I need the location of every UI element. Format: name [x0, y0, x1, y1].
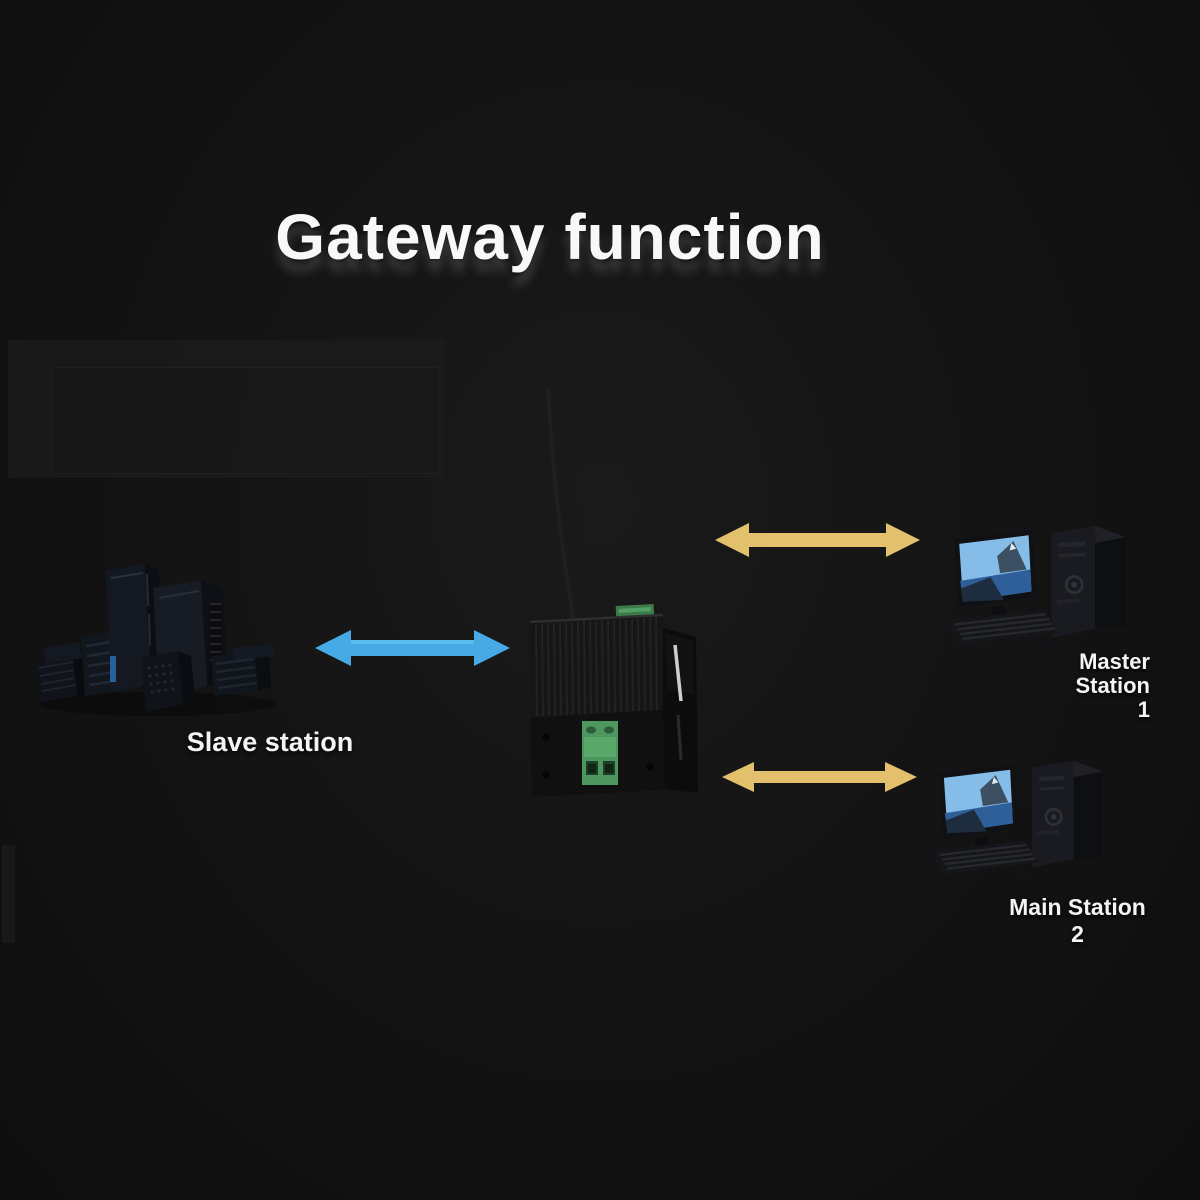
background-edge-strip	[2, 845, 15, 943]
blue-double-arrow	[315, 630, 510, 666]
screen-rocks	[961, 577, 1004, 602]
server-rack-left	[35, 642, 88, 702]
master-station-label-line2: 1	[1137, 697, 1150, 722]
screen-mountain	[980, 775, 1009, 806]
gold-double-arrow-top-shape	[715, 523, 920, 557]
computer-keyboard	[946, 609, 1059, 646]
screen-rocks	[945, 809, 987, 834]
slave-station-servers-illustration	[35, 564, 276, 716]
computer-monitor	[939, 764, 1018, 855]
page-title: Gateway function	[275, 201, 825, 273]
server-box-front	[141, 651, 195, 712]
server-led-strip	[110, 656, 116, 682]
background-faint-panel	[8, 340, 445, 478]
gold-double-arrow-bottom	[722, 762, 917, 792]
computer-keyboard	[932, 840, 1040, 875]
computer-monitor	[954, 529, 1037, 625]
blue-arrow-highlight	[351, 640, 474, 644]
main-station-label: Main Station 2	[1009, 894, 1146, 947]
computer-mouse	[1035, 641, 1053, 652]
background-faint-panel-inner	[52, 367, 439, 474]
heatsink-fins	[535, 616, 658, 717]
gold-double-arrow-top	[715, 523, 920, 557]
blue-double-arrow-shape	[315, 630, 510, 666]
gateway-device-illustration	[529, 373, 698, 797]
screen-mountain	[997, 541, 1027, 574]
server-rack-right	[211, 644, 275, 696]
body-top-highlight	[529, 613, 664, 624]
gold-double-arrow-bottom-shape	[722, 762, 917, 792]
master-station-computer-illustration	[946, 525, 1126, 652]
master-station-label: Master Station 1	[1000, 650, 1150, 722]
terminal-block	[582, 721, 618, 785]
heatsink-body	[529, 613, 664, 718]
computer-tower	[1031, 760, 1103, 868]
computer-tower	[1051, 525, 1126, 638]
master-station-label-line1: Master Station	[1075, 649, 1150, 698]
slave-station-label: Slave station	[186, 727, 354, 757]
computer-mouse	[1016, 871, 1033, 881]
main-station-computer-illustration	[932, 760, 1103, 881]
din-rail-clip	[660, 627, 698, 793]
